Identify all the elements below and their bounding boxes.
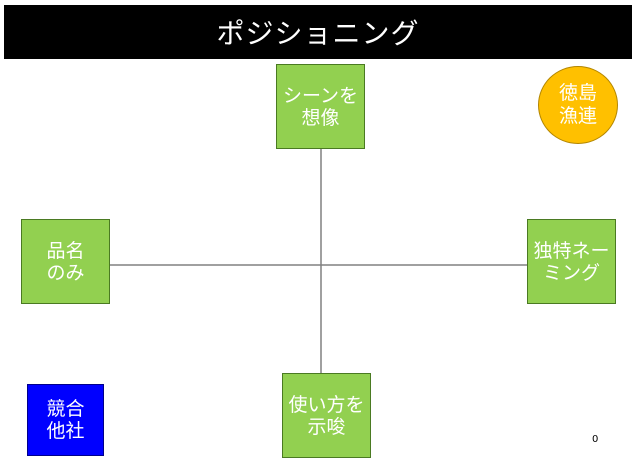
node-bottom-line1: 使い方を xyxy=(288,393,365,416)
node-tokushima-line1: 徳島 xyxy=(558,82,597,104)
node-tokushima-gyoren: 徳島 漁連 xyxy=(538,66,618,144)
node-competitor-line2: 他社 xyxy=(46,420,85,442)
node-tokushima-line2: 漁連 xyxy=(558,105,597,127)
node-competitor: 競合 他社 xyxy=(27,384,104,456)
node-bottom-usage: 使い方を 示唆 xyxy=(282,373,371,458)
page-title-text: ポジショニング xyxy=(216,17,420,50)
node-bottom-line2: 示唆 xyxy=(307,415,346,438)
node-top-scene: シーンを 想像 xyxy=(276,64,365,149)
node-left-name-only: 品名 のみ xyxy=(21,219,110,304)
node-right-line1: 独特ネー xyxy=(533,239,610,262)
node-right-line2: ミング xyxy=(542,261,600,284)
node-right-unique-naming: 独特ネー ミング xyxy=(527,219,616,304)
page-number: 0 xyxy=(592,434,599,445)
node-top-line1: シーンを xyxy=(282,84,359,107)
node-left-line2: のみ xyxy=(46,261,85,284)
node-left-line1: 品名 xyxy=(46,239,85,262)
node-top-line2: 想像 xyxy=(301,106,340,129)
node-competitor-line1: 競合 xyxy=(46,398,85,420)
page-title: ポジショニング xyxy=(4,5,632,59)
